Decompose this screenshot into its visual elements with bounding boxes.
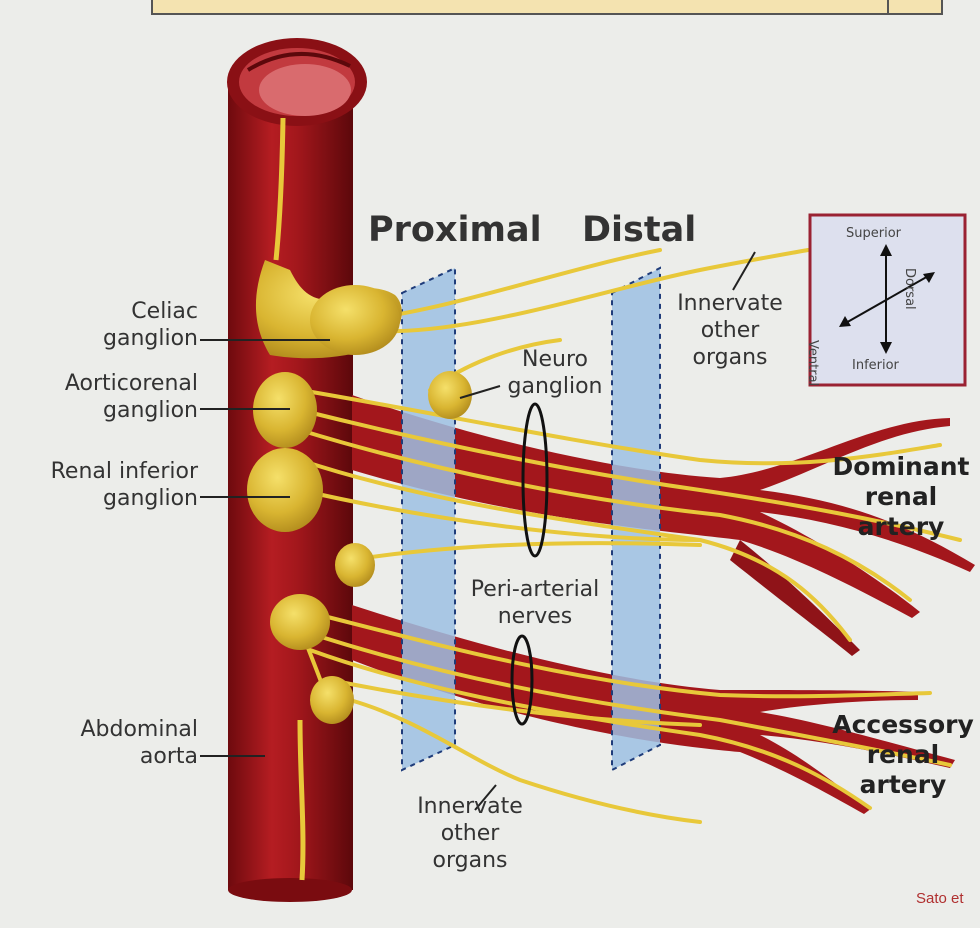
distal-header: Distal <box>582 210 696 250</box>
credit-text: Sato et <box>916 890 964 907</box>
dorsal-label: Dorsal <box>902 268 917 310</box>
inferior-label: Inferior <box>852 358 899 373</box>
proximal-header: Proximal <box>368 210 542 250</box>
top-frame <box>152 0 942 14</box>
superior-label: Superior <box>846 226 901 241</box>
distal-plane <box>612 268 660 770</box>
ventral-label: Ventral <box>805 340 820 386</box>
